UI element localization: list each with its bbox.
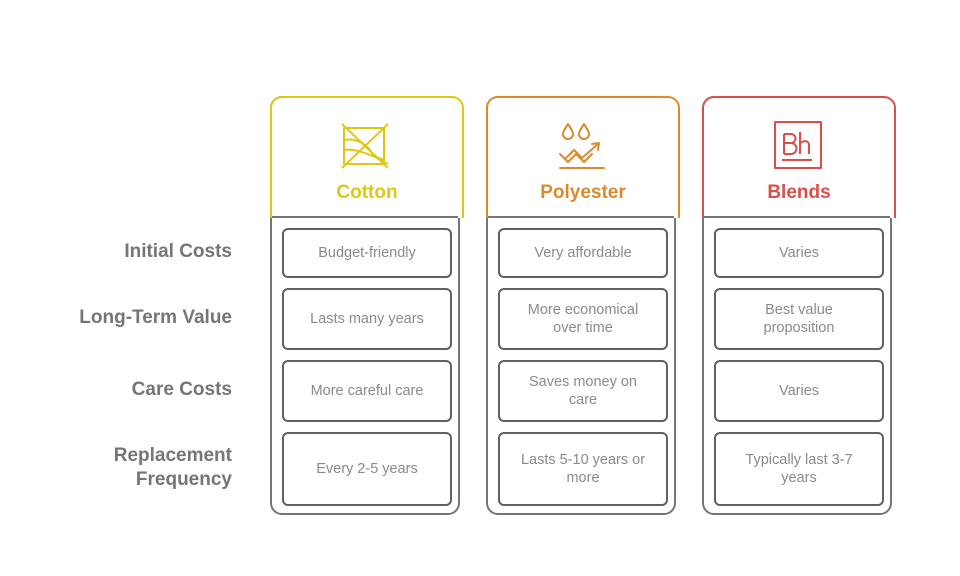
- cell-blends-care-costs: Varies: [714, 360, 884, 422]
- cell-cotton-care-costs: More careful care: [282, 360, 452, 422]
- column-header-blends: Blends: [702, 96, 896, 218]
- no-tumble-dry-icon: [341, 123, 389, 169]
- cell-cotton-initial-costs: Budget-friendly: [282, 228, 452, 278]
- column-title-blends: Blends: [767, 182, 831, 203]
- column-title-polyester: Polyester: [540, 182, 626, 203]
- cell-cotton-replacement-frequency: Every 2-5 years: [282, 432, 452, 506]
- column-polyester: Polyester Very affordable More economica…: [486, 96, 680, 515]
- column-title-cotton: Cotton: [336, 182, 398, 203]
- bh-element-icon: [774, 121, 822, 169]
- cell-blends-initial-costs: Varies: [714, 228, 884, 278]
- cell-polyester-care-costs: Saves money on care: [498, 360, 668, 422]
- row-label-replacement-frequency: Replacement Frequency: [113, 445, 232, 490]
- water-drops-trend-icon: [559, 123, 605, 169]
- cell-blends-replacement-frequency: Typically last 3-7 years: [714, 432, 884, 506]
- cell-polyester-replacement-frequency: Lasts 5-10 years or more: [498, 432, 668, 506]
- row-label-long-term-value: Long-Term Value: [79, 307, 232, 328]
- cell-blends-long-term-value: Best value proposition: [714, 288, 884, 350]
- column-divider: [488, 216, 674, 218]
- column-blends: Blends Varies Best value proposition Var…: [702, 96, 896, 515]
- column-divider: [272, 216, 458, 218]
- column-cotton: Cotton Budget-friendly Lasts many years …: [270, 96, 464, 515]
- column-header-polyester: Polyester: [486, 96, 680, 218]
- cell-polyester-initial-costs: Very affordable: [498, 228, 668, 278]
- cell-cotton-long-term-value: Lasts many years: [282, 288, 452, 350]
- column-header-cotton: Cotton: [270, 96, 464, 218]
- row-label-care-costs: Care Costs: [131, 379, 232, 400]
- column-divider: [704, 216, 890, 218]
- cell-polyester-long-term-value: More economical over time: [498, 288, 668, 350]
- row-label-initial-costs: Initial Costs: [124, 241, 232, 262]
